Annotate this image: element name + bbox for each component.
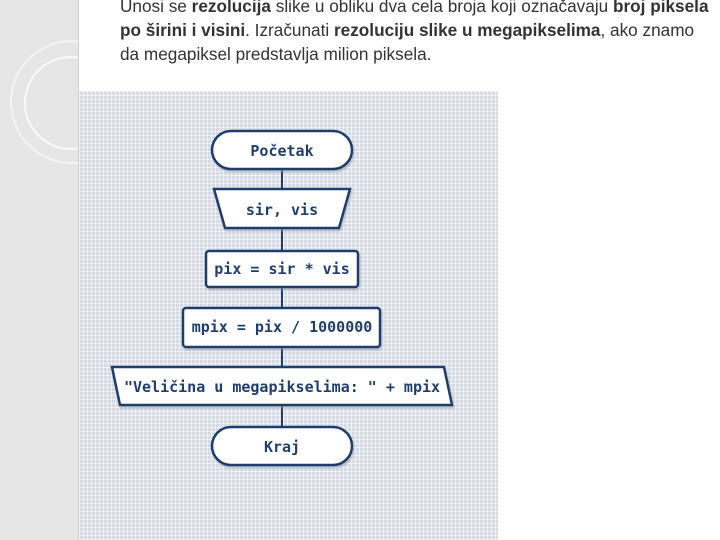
process-label-mpix: mpix = pix / 1000000 bbox=[192, 318, 373, 336]
slide-side-panel bbox=[0, 0, 79, 540]
flowchart-svg: Početak sir, vis pix = sir * vis mpix = … bbox=[110, 129, 454, 467]
start-terminator bbox=[210, 129, 354, 171]
input-node bbox=[212, 187, 352, 230]
end-terminator bbox=[210, 425, 354, 467]
process-node-mpix bbox=[181, 306, 382, 349]
process-node-pix bbox=[204, 249, 360, 289]
end-label: Kraj bbox=[264, 438, 300, 456]
task-text-bold: broj piksela po širini i visini bbox=[120, 0, 709, 40]
output-label: "Veličina u megapikselima: " + mpix bbox=[124, 378, 440, 396]
start-label: Početak bbox=[250, 142, 313, 160]
task-text-part: . Izračunati bbox=[245, 20, 334, 40]
task-description: Unosi se rezolucija slike u obliku dva c… bbox=[120, 0, 710, 66]
task-text-part: slike u obliku dva cela broja koji označ… bbox=[270, 0, 613, 16]
task-text-bold: rezolucija bbox=[191, 0, 271, 16]
task-text-bold: rezoluciju slike u megapikselima bbox=[333, 20, 601, 40]
flowchart-diagram: Početak sir, vis pix = sir * vis mpix = … bbox=[79, 91, 498, 540]
input-label: sir, vis bbox=[246, 201, 318, 219]
task-text-part: , ako znamo da megapiksel predstavlja mi… bbox=[120, 20, 695, 64]
task-text-part: Unosi se bbox=[120, 0, 192, 16]
process-label-pix: pix = sir * vis bbox=[214, 260, 349, 278]
output-node bbox=[110, 365, 454, 407]
